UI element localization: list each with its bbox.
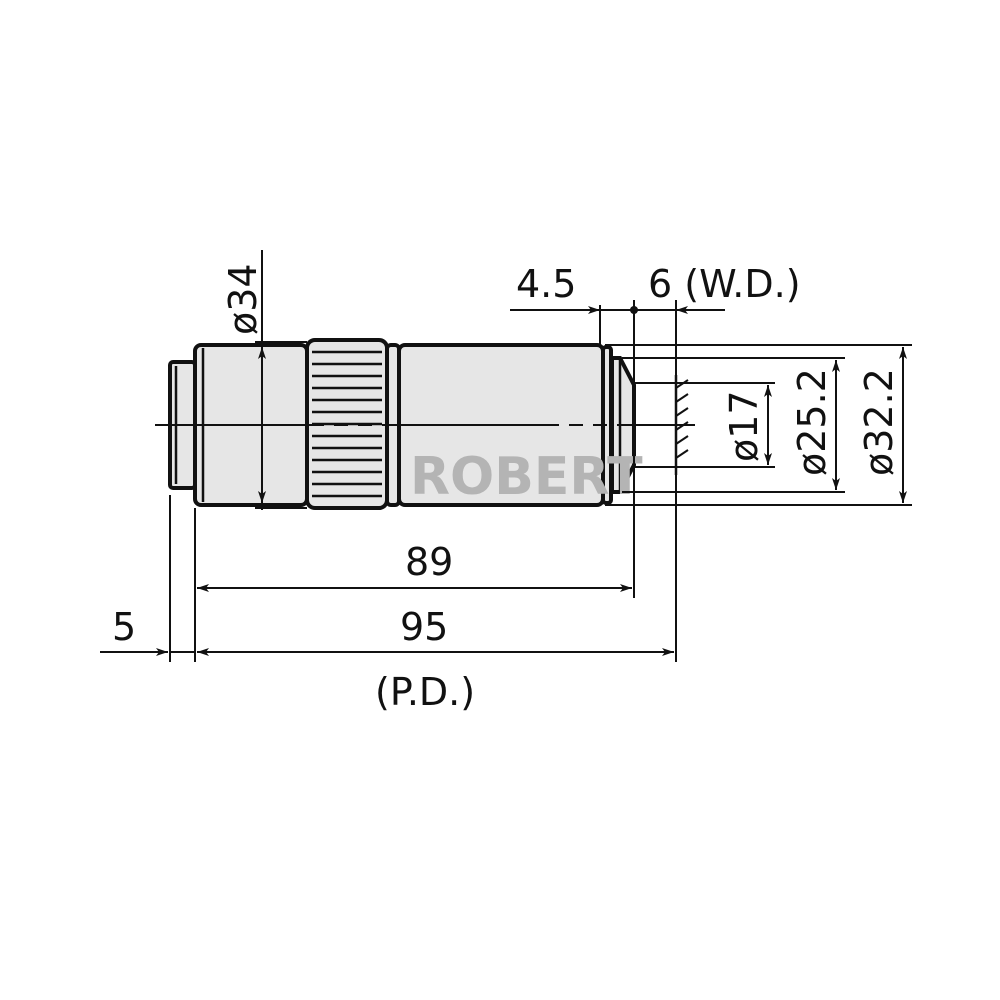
- diameter-17-label: ø17: [722, 390, 766, 462]
- shoulder-offset-label: 4.5: [516, 262, 576, 306]
- body-length-label: 89: [405, 540, 453, 584]
- hatch-tick: [675, 449, 689, 459]
- watermark: ROBERT: [410, 447, 643, 507]
- hatch-tick: [675, 407, 689, 417]
- parfocal-label: (P.D.): [375, 670, 475, 714]
- specimen-plane: [674, 375, 689, 475]
- hatch-tick: [675, 435, 689, 445]
- working-distance-label: 6 (W.D.): [648, 262, 801, 306]
- parfocal-distance-label: 95: [400, 605, 448, 649]
- diameter-25-2-label: ø25.2: [790, 368, 834, 476]
- hatch-tick: [675, 421, 689, 431]
- outer-diameter-label: ø34: [221, 263, 265, 335]
- hatch-tick: [675, 393, 689, 403]
- diameter-32-2-label: ø32.2: [857, 368, 901, 476]
- thread-length-label: 5: [112, 605, 136, 649]
